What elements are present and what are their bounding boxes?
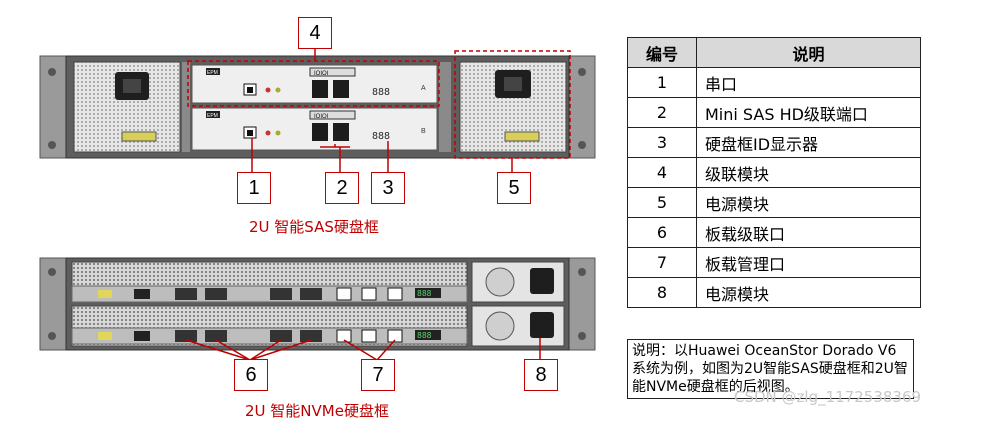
caption-sas-enclosure: 2U 智能SAS硬盘框	[249, 218, 379, 236]
svg-text:A: A	[421, 85, 426, 92]
nvme-enclosure-diagram: 888 888	[39, 257, 596, 361]
sas-port-b1	[312, 123, 328, 141]
watermark: CSDN @zlg_1172538369	[734, 388, 922, 406]
row-description: 电源模块	[696, 277, 921, 308]
note-box: 说明：以Huawei OceanStor Dorado V6系统为例，如图为2U…	[627, 339, 914, 399]
row-description: 级联模块	[696, 157, 921, 188]
callout-7: 7	[361, 359, 395, 391]
row-number: 6	[627, 217, 697, 248]
row-description: Mini SAS HD级联端口	[696, 97, 921, 128]
id-display-b: 888	[372, 131, 390, 142]
row-number: 7	[627, 247, 697, 278]
module-tag-a: EPM	[207, 70, 218, 76]
mgmt-port-1	[336, 287, 352, 301]
row-number: 8	[627, 277, 697, 308]
callout-8: 8	[524, 359, 558, 391]
onboard-cascade-port-2	[205, 288, 227, 300]
row-description: 板载级联口	[696, 217, 921, 248]
id-display-a: 888	[372, 87, 390, 98]
highlight-psu	[454, 50, 571, 159]
legend-header-row: 编号 说明	[627, 37, 921, 68]
callout-5: 5	[497, 172, 531, 204]
legend-header-number: 编号	[627, 37, 697, 68]
row-number: 4	[627, 157, 697, 188]
svg-text:888: 888	[417, 289, 432, 298]
highlight-cascade-module	[187, 60, 440, 107]
row-description: 串口	[696, 67, 921, 98]
row-number: 3	[627, 127, 697, 158]
callout-3: 3	[371, 172, 405, 204]
module-tag-b: EPM	[207, 113, 218, 119]
callout-2: 2	[325, 172, 359, 204]
row-description: 板载管理口	[696, 247, 921, 278]
row-number: 1	[627, 67, 697, 98]
onboard-cascade-port-3	[270, 288, 292, 300]
fan-icon	[485, 267, 515, 297]
onboard-cascade-port-4	[300, 288, 322, 300]
caption-nvme-enclosure: 2U 智能NVMe硬盘框	[245, 402, 389, 420]
sas-port-a2	[333, 80, 349, 98]
legend-header-description: 说明	[696, 37, 921, 68]
callout-6: 6	[234, 359, 268, 391]
onboard-cascade-port-1	[175, 288, 197, 300]
callout-4: 4	[298, 17, 332, 49]
sas-port-a1	[312, 80, 328, 98]
port-label-b: IOIOI	[314, 114, 329, 120]
row-number: 5	[627, 187, 697, 218]
callout-1: 1	[237, 172, 271, 204]
port-label-a: IOIOI	[314, 71, 329, 77]
row-description: 硬盘框ID显示器	[696, 127, 921, 158]
fan-icon	[485, 311, 515, 341]
svg-text:B: B	[421, 128, 426, 135]
sas-port-b2	[333, 123, 349, 141]
svg-text:888: 888	[417, 331, 432, 340]
row-number: 2	[627, 97, 697, 128]
row-description: 电源模块	[696, 187, 921, 218]
sas-enclosure-diagram: EPM IOIOI 888 A EPM IOIOI 888 B	[39, 47, 596, 172]
